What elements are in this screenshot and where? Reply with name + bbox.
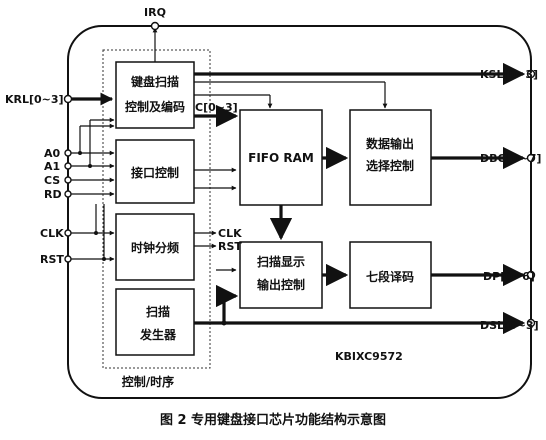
dataout-label-2: 选择控制 [366, 158, 414, 173]
c-bus-connection: C[0~3] [194, 101, 239, 128]
ksl-connection: KSL[0~3] [194, 62, 538, 86]
chip-outline [67, 25, 532, 399]
keyscan-label-2: 控制及编码 [125, 99, 185, 114]
scandisp-label-2: 输出控制 [257, 277, 305, 292]
dataout-label-1: 数据输出 [366, 136, 414, 151]
krl-connection: KRL[0~3] [5, 92, 114, 106]
scangen-block: 扫描 发生器 [115, 288, 195, 356]
pin-a1-label: A1 [44, 160, 60, 173]
fifo-label: FIFO RAM [248, 151, 314, 165]
interface-label: 接口控制 [131, 165, 179, 180]
figure-caption: 图 2 专用键盘接口芯片功能结构示意图 [160, 412, 386, 428]
sevenseg-block: 七段译码 [349, 241, 432, 309]
clk-rst-inputs: CLK RST [40, 204, 115, 266]
pin-clk-label: CLK [40, 227, 64, 240]
pin-ksl-label: KSL[0~3] [480, 68, 538, 81]
clk-out-label: CLK [218, 227, 242, 240]
pin-rd-label: RD [44, 188, 62, 201]
pin-a0-label: A0 [44, 147, 61, 160]
pin-dp-label: DP[0~6] [483, 270, 535, 283]
rst-out-label: RST [218, 240, 242, 253]
control-timing-label: 控制/时序 [122, 374, 174, 389]
pin-dbo-label: DBO[0~7] [480, 152, 541, 165]
scandisp-label-1: 扫描显示 [257, 254, 305, 269]
clockdiv-outputs: CLK RST [194, 227, 242, 253]
chip-name: KBIXC9572 [335, 350, 403, 363]
irq-connection: IRQ [144, 6, 166, 62]
pin-rst-label: RST [40, 253, 64, 266]
interface-block: 接口控制 [115, 139, 195, 204]
control-timing-region [102, 49, 211, 369]
pin-dsl-label: DSL[0~3] [480, 319, 539, 332]
scangen-label-2: 发生器 [139, 327, 177, 342]
scandisp-block: 扫描显示 输出控制 [239, 241, 323, 309]
pin-irq-label: IRQ [144, 6, 166, 19]
dsl-connection: DSL[0~3] [194, 284, 539, 335]
c-bus-label: C[0~3] [195, 101, 238, 114]
dataout-block: 数据输出 选择控制 [349, 109, 432, 206]
bus-inputs: A0 A1 CS RD [44, 117, 115, 201]
keyscan-label-1: 键盘扫描 [130, 74, 179, 89]
clockdiv-block: 时钟分频 [115, 213, 195, 281]
pin-cs-label: CS [44, 174, 60, 187]
dbo-connection: DBO[0~7] [431, 146, 541, 170]
keyscan-control-lines [194, 81, 388, 109]
scangen-label-1: 扫描 [146, 304, 170, 319]
keyscan-block: 键盘扫描 控制及编码 [115, 61, 195, 129]
clockdiv-label: 时钟分频 [131, 240, 179, 255]
sevenseg-label: 七段译码 [366, 269, 414, 284]
pin-krl-label: KRL[0~3] [5, 93, 64, 106]
dp-connection: DP[0~6] [431, 263, 536, 287]
fifo-block: FIFO RAM [239, 109, 323, 206]
